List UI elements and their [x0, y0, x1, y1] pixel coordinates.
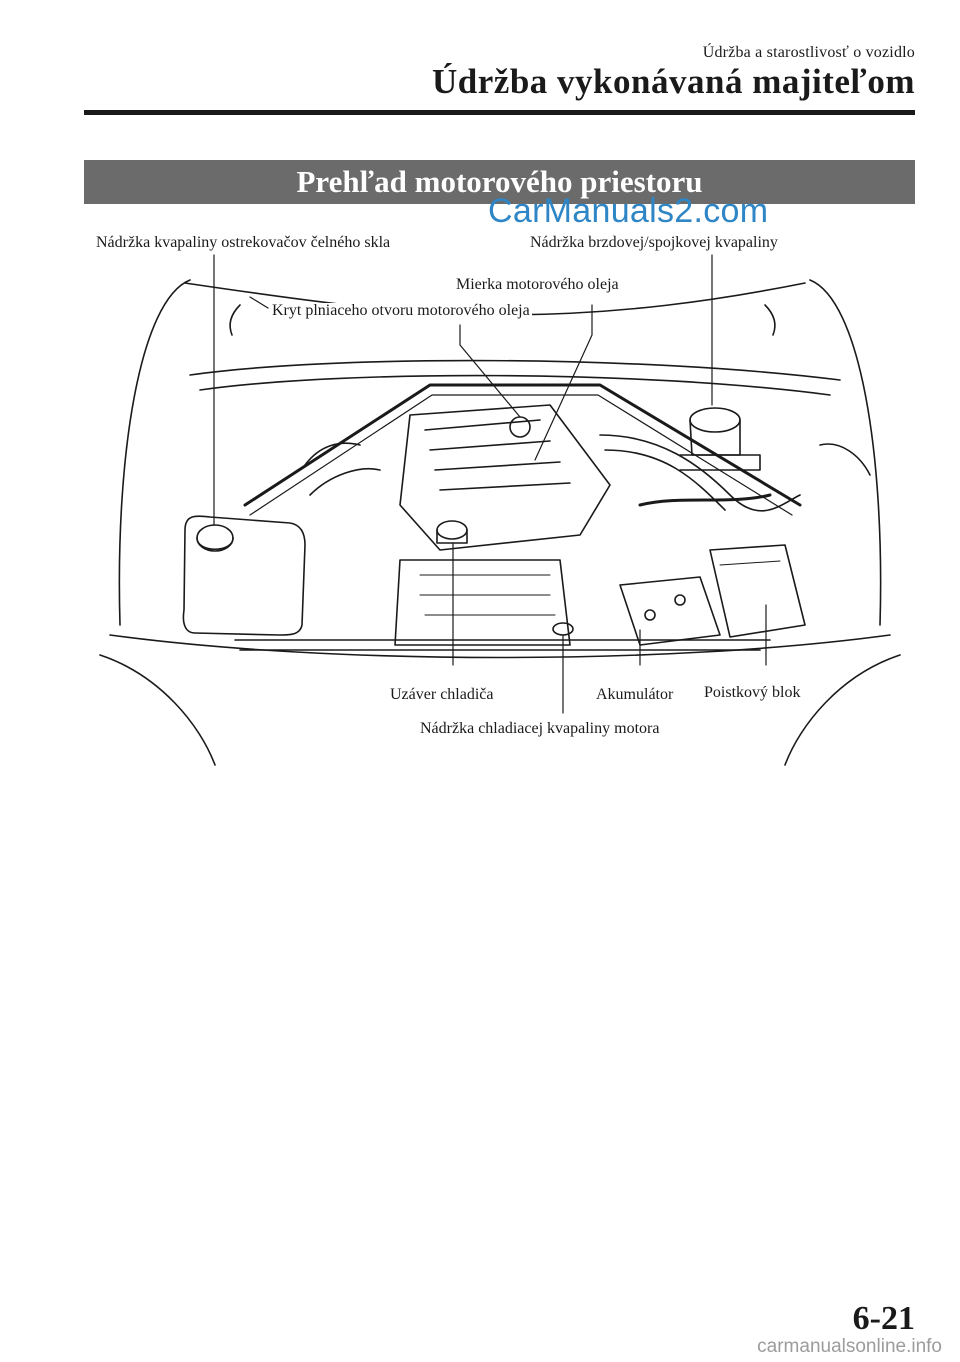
header-rule: [84, 110, 915, 115]
watermark-logo: CarManuals2.com: [488, 192, 769, 230]
label-oil-filler-cap: Kryt plniaceho otvoru motorového oleja: [270, 302, 532, 319]
label-radiator-cap: Uzáver chladiča: [388, 686, 496, 703]
page-title: Údržba vykonávaná majiteľom: [432, 62, 915, 101]
page-number: 6-21: [852, 1300, 915, 1337]
label-brake-clutch-tank: Nádržka brzdovej/spojkovej kvapaliny: [528, 234, 780, 251]
label-dipstick: Mierka motorového oleja: [454, 276, 621, 293]
engine-bay-illustration: [99, 254, 901, 766]
label-coolant-tank: Nádržka chladiacej kvapaliny motora: [418, 720, 662, 737]
section-header: Údržba a starostlivosť o vozidlo: [702, 44, 915, 61]
footer-watermark: carmanualsonline.info: [757, 1336, 942, 1357]
engine-bay-figure: Nádržka kvapaliny ostrekovačov čelného s…: [80, 205, 920, 780]
label-washer-tank: Nádržka kvapaliny ostrekovačov čelného s…: [94, 234, 393, 251]
section-banner: Prehľad motorového priestoru: [84, 160, 915, 204]
label-battery: Akumulátor: [594, 686, 676, 703]
label-fuse-block: Poistkový blok: [702, 684, 803, 701]
